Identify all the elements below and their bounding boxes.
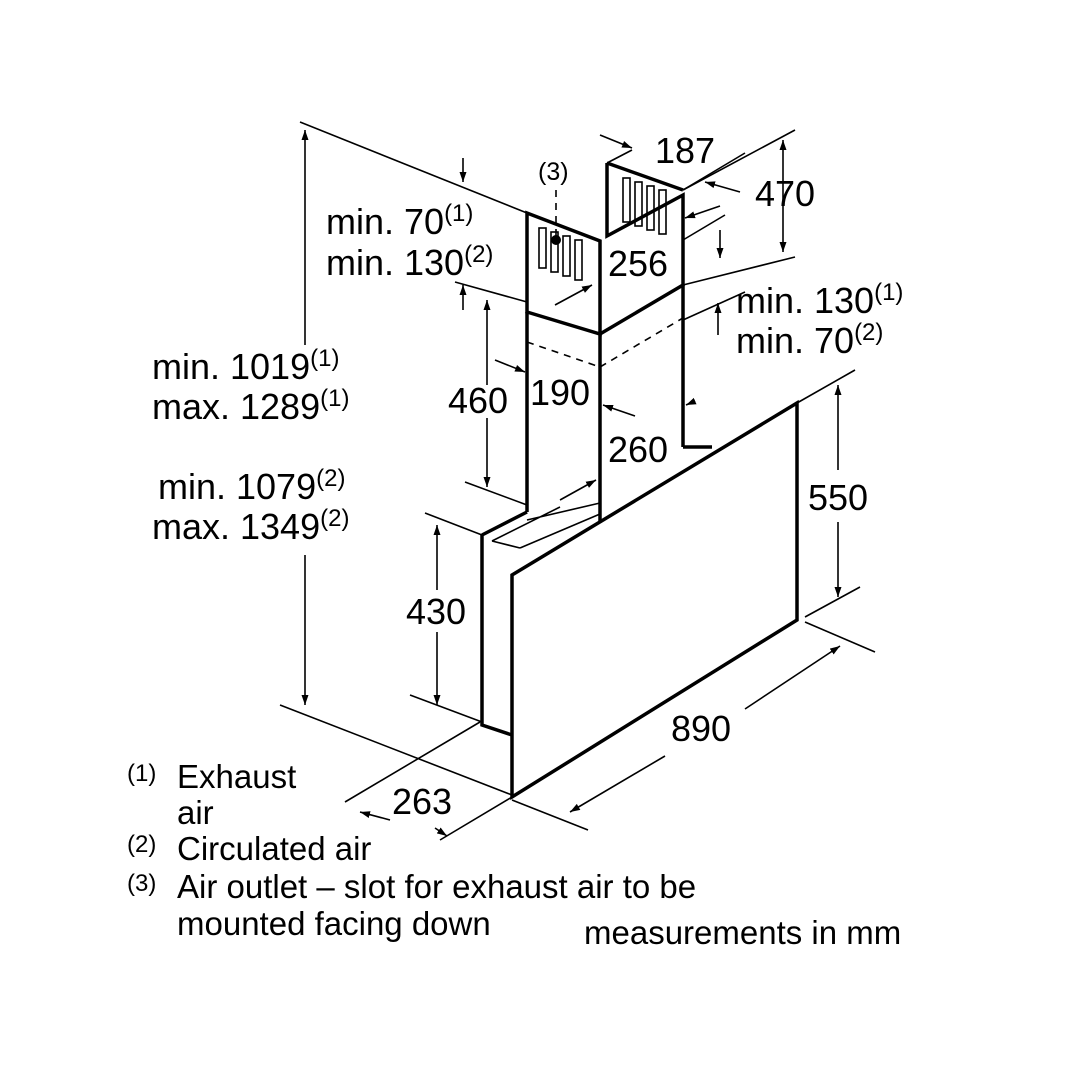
legend-marker-3: (3) bbox=[127, 870, 156, 897]
label-exhaust-max: max. 1289(1) bbox=[152, 385, 349, 427]
legend: (1) Exhaust air (2) Circulated air (3) A… bbox=[127, 758, 901, 951]
label-top-min130: min. 130(2) bbox=[326, 241, 493, 283]
dimension-labels: 187 470 256 min. 70(1) min. 130(2) min. … bbox=[152, 130, 903, 822]
glass-panel bbox=[510, 399, 799, 801]
label-256: 256 bbox=[608, 243, 668, 284]
label-circ-max: max. 1349(2) bbox=[152, 505, 349, 547]
legend-marker-1: (1) bbox=[127, 760, 156, 787]
callout-3-label: (3) bbox=[538, 158, 569, 186]
upper-chimney-top-edge bbox=[606, 161, 684, 192]
label-187: 187 bbox=[655, 130, 715, 171]
label-470: 470 bbox=[755, 173, 815, 214]
legend-text-1a: Exhaust bbox=[177, 758, 296, 795]
label-460: 460 bbox=[448, 380, 508, 421]
air-outlet-marker bbox=[551, 235, 561, 245]
units-note: measurements in mm bbox=[584, 914, 901, 951]
overlap-dash-right bbox=[599, 317, 684, 368]
label-right-min70: min. 70(2) bbox=[736, 319, 883, 361]
label-right-min130: min. 130(1) bbox=[736, 279, 903, 321]
hood-drawing bbox=[480, 161, 799, 801]
canopy-top-detail bbox=[491, 502, 601, 549]
legend-text-3a: Air outlet – slot for exhaust air to be bbox=[177, 868, 696, 905]
legend-text-1b: air bbox=[177, 794, 214, 831]
label-550: 550 bbox=[808, 477, 868, 518]
upper-chimney-right-panel bbox=[599, 163, 685, 336]
dimension-lines bbox=[279, 121, 876, 841]
legend-text-3b: mounted facing down bbox=[177, 905, 491, 942]
overlap-dash-left bbox=[526, 341, 601, 368]
vent-slots-right bbox=[622, 177, 667, 235]
lower-chimney bbox=[525, 285, 685, 522]
label-430: 430 bbox=[406, 591, 466, 632]
label-263: 263 bbox=[392, 781, 452, 822]
legend-text-2: Circulated air bbox=[177, 830, 371, 867]
vent-slots-left bbox=[538, 227, 583, 281]
label-top-min70: min. 70(1) bbox=[326, 200, 473, 242]
label-260: 260 bbox=[608, 429, 668, 470]
label-exhaust-min: min. 1019(1) bbox=[152, 345, 339, 387]
legend-marker-2: (2) bbox=[127, 831, 156, 858]
label-circ-min: min. 1079(2) bbox=[158, 465, 345, 507]
label-190: 190 bbox=[530, 372, 590, 413]
canopy-box bbox=[480, 510, 528, 737]
label-890: 890 bbox=[671, 708, 731, 749]
